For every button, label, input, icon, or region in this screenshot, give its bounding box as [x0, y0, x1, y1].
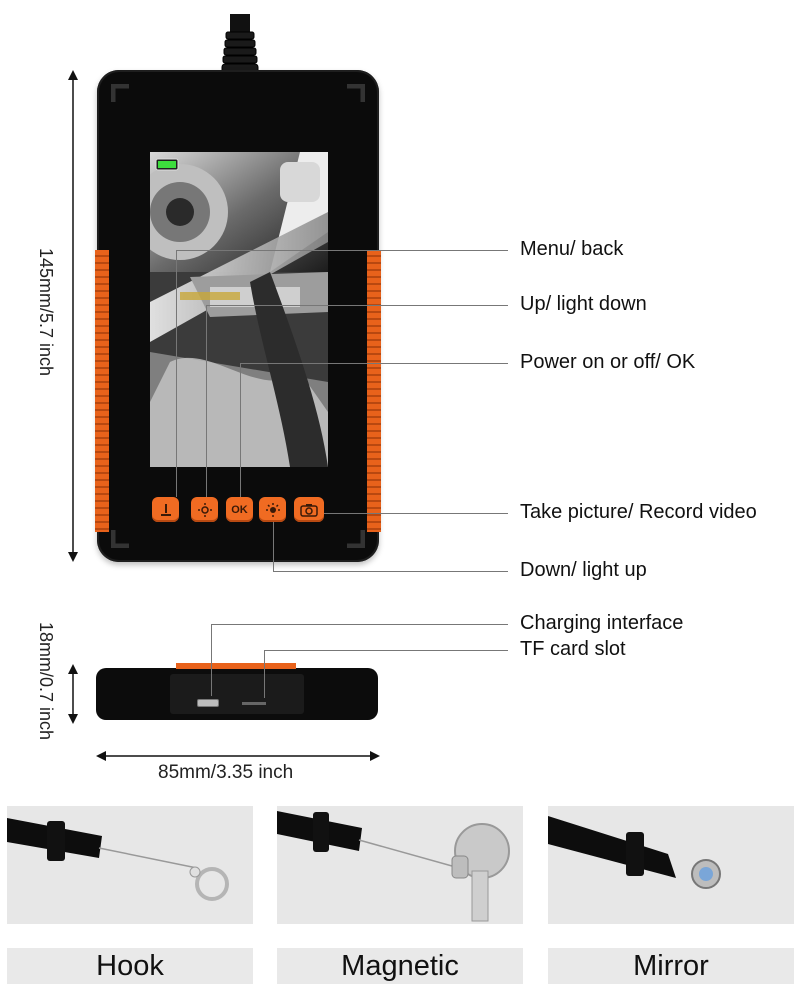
endoscope-device-side — [96, 663, 378, 720]
down-light-up-label: Down/ light up — [520, 559, 647, 581]
menu-back-label: Menu/ back — [520, 238, 624, 260]
camera-icon — [300, 503, 318, 517]
down-leader-horizontal — [273, 571, 508, 572]
charging-leader-vertical — [211, 624, 212, 696]
up-light-down-button[interactable] — [191, 497, 218, 522]
down-light-up-button[interactable] — [259, 497, 286, 522]
corner-accent-top-left — [111, 84, 129, 102]
picture-record-label: Take picture/ Record video — [520, 501, 757, 523]
ok-power-button[interactable]: OK — [226, 497, 253, 522]
mirror-accessory-image — [548, 806, 794, 924]
magnetic-accessory-image — [277, 806, 523, 924]
left-grip — [95, 250, 109, 532]
menu-leader-horizontal — [176, 250, 508, 251]
power-ok-label: Power on or off/ OK — [520, 351, 696, 373]
light-down-icon — [197, 502, 212, 517]
picture-leader — [324, 513, 508, 514]
up-leader-vertical — [206, 305, 207, 497]
hook-accessory-image — [7, 806, 253, 924]
tf-leader-horizontal — [264, 650, 508, 651]
menu-icon — [160, 503, 171, 516]
picture-record-button[interactable] — [294, 497, 324, 522]
charging-interface-label: Charging interface — [520, 612, 684, 634]
tf-card-slot-label: TF card slot — [520, 638, 626, 660]
power-leader-vertical — [240, 363, 241, 497]
engine-view-image — [150, 152, 328, 467]
ring-icon — [195, 867, 229, 901]
thickness-dimension-label: 18mm/0.7 inch — [36, 622, 56, 741]
side-orange-strip — [176, 663, 296, 669]
down-leader-vertical — [273, 522, 274, 571]
camera-screen — [150, 152, 328, 467]
width-dimension-arrow — [96, 751, 380, 761]
charging-leader-horizontal — [211, 624, 508, 625]
thickness-dimension-arrow — [68, 664, 78, 724]
up-light-down-label: Up/ light down — [520, 293, 647, 315]
light-up-icon — [265, 502, 280, 517]
cable — [221, 14, 259, 75]
corner-accent-bottom-right — [347, 530, 365, 548]
power-leader-horizontal — [240, 363, 508, 364]
corner-accent-top-right — [347, 84, 365, 102]
tf-leader-vertical — [264, 650, 265, 698]
hook-label: Hook — [7, 948, 253, 984]
corner-accent-bottom-left — [111, 530, 129, 548]
right-grip — [367, 250, 381, 532]
menu-back-button[interactable] — [152, 497, 179, 522]
height-dimension-label: 145mm/5.7 inch — [36, 248, 56, 377]
up-leader-horizontal — [206, 305, 508, 306]
menu-leader-vertical — [176, 250, 177, 497]
width-dimension-label: 85mm/3.35 inch — [158, 762, 294, 783]
side-port-panel — [170, 674, 304, 714]
usb-port-icon — [197, 699, 219, 707]
tf-slot-icon — [242, 702, 266, 705]
mirror-label: Mirror — [548, 948, 794, 984]
height-dimension-arrow — [68, 70, 78, 562]
magnetic-label: Magnetic — [277, 948, 523, 984]
